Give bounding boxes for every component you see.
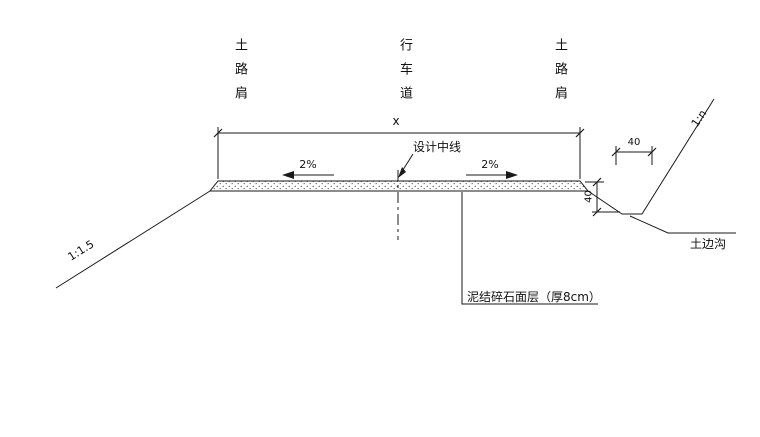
side-ditch-leader — [629, 215, 736, 234]
label-cross-slope-right: 2% — [481, 158, 499, 171]
centerline-leader-arrowhead-icon — [398, 167, 406, 178]
depth-dim-ticks — [592, 177, 602, 217]
ditch-width-dim-extension-lines — [615, 146, 653, 165]
width-dim-text: x — [392, 114, 400, 128]
surface-layer-leader — [461, 192, 598, 305]
pavement-surface-band — [208, 180, 590, 192]
width-dim-ticks — [213, 128, 585, 138]
label-shoulder-right: 土路肩 — [552, 38, 567, 110]
slope-arrow-left-head-icon — [282, 171, 294, 179]
label-shoulder-left: 土路肩 — [232, 38, 247, 110]
ditch-width-dim-ticks — [611, 147, 657, 157]
depth-dim-text: 40 — [583, 190, 595, 203]
slope-arrow-right-head-icon — [506, 171, 518, 179]
width-dim-extension-lines — [217, 127, 581, 179]
label-side-ditch: 土边沟 — [690, 237, 727, 251]
left-embankment-slope-line — [55, 190, 211, 289]
label-design-centerline: 设计中线 — [413, 140, 462, 154]
ditch-width-dim-text: 40 — [627, 137, 641, 148]
label-carriageway: 行车道 — [397, 38, 412, 110]
label-cross-slope-left: 2% — [299, 158, 317, 171]
label-surface-layer: 泥结碎石面层（厚8cm） — [467, 290, 601, 304]
side-ditch-profile-line — [587, 98, 715, 215]
